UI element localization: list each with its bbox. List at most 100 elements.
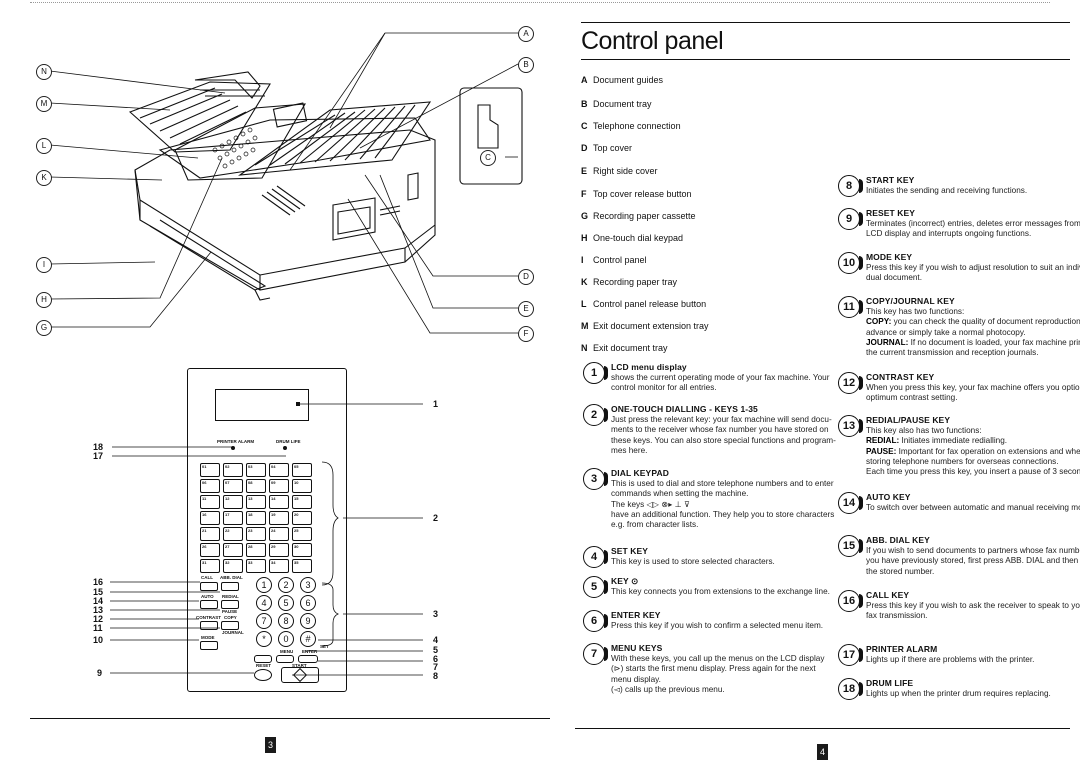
callout-h: H bbox=[36, 292, 52, 308]
onetouch-key[interactable]: 02 bbox=[223, 463, 243, 477]
part-text: Exit document extension tray bbox=[593, 321, 709, 331]
key-body: This is used to dial and store telephone… bbox=[611, 479, 834, 530]
dial-key[interactable]: # bbox=[300, 631, 316, 647]
onetouch-key[interactable]: 07 bbox=[223, 479, 243, 493]
dial-key[interactable]: 7 bbox=[256, 613, 272, 629]
key-title: CONTRAST KEY bbox=[866, 372, 935, 382]
onetouch-key[interactable]: 23 bbox=[246, 527, 266, 541]
key-title: START KEY bbox=[866, 175, 915, 185]
dial-key[interactable]: 5 bbox=[278, 595, 294, 611]
key-number-badge: 3 bbox=[583, 468, 608, 490]
redial-key[interactable] bbox=[221, 600, 239, 609]
key-number-badge: 1 bbox=[583, 362, 608, 384]
onetouch-key[interactable]: 05 bbox=[292, 463, 312, 477]
onetouch-key[interactable]: 01 bbox=[200, 463, 220, 477]
onetouch-key[interactable]: 32 bbox=[223, 559, 243, 573]
onetouch-key[interactable]: 04 bbox=[269, 463, 289, 477]
onetouch-key[interactable]: 16 bbox=[200, 511, 220, 525]
panel-callout-7: 7 bbox=[433, 662, 439, 672]
key-body-line: mes here. bbox=[611, 445, 648, 455]
key-title: MODE KEY bbox=[866, 252, 913, 262]
onetouch-key[interactable]: 08 bbox=[246, 479, 266, 493]
enter-key[interactable] bbox=[298, 655, 318, 663]
part-text: One-touch dial keypad bbox=[593, 233, 684, 243]
key-body-line: (◅) calls up the previous menu. bbox=[611, 684, 725, 694]
onetouch-key[interactable]: 18 bbox=[246, 511, 266, 525]
onetouch-key[interactable]: 06 bbox=[200, 479, 220, 493]
dial-key[interactable]: 0 bbox=[278, 631, 294, 647]
onetouch-key[interactable]: 25 bbox=[292, 527, 312, 541]
mode-key[interactable] bbox=[200, 641, 218, 650]
onetouch-key[interactable]: 13 bbox=[246, 495, 266, 509]
abb-dial-key[interactable] bbox=[221, 582, 239, 591]
panel-callout-13: 13 bbox=[93, 605, 104, 615]
part-text: Right side cover bbox=[593, 166, 658, 176]
start-label: START bbox=[292, 663, 307, 668]
onetouch-key[interactable]: 29 bbox=[269, 543, 289, 557]
key-body: Press this key if you wish to ask the re… bbox=[866, 601, 1080, 622]
panel-callout-14: 14 bbox=[93, 596, 104, 606]
key-body-line: menu display. bbox=[611, 674, 661, 684]
key-body-line: JOURNAL: If no document is loaded, your … bbox=[866, 337, 1080, 347]
onetouch-key[interactable]: 17 bbox=[223, 511, 243, 525]
top-rule-left bbox=[30, 2, 1050, 3]
copy-key[interactable] bbox=[221, 621, 239, 630]
callout-g: G bbox=[36, 320, 52, 336]
part-letter: L bbox=[581, 299, 587, 309]
key-body-line: commands when setting the machine. bbox=[611, 489, 749, 499]
menu-back-key[interactable] bbox=[254, 655, 272, 663]
onetouch-key[interactable]: 19 bbox=[269, 511, 289, 525]
dial-key[interactable]: 4 bbox=[256, 595, 272, 611]
onetouch-key[interactable]: 26 bbox=[200, 543, 220, 557]
onetouch-key[interactable]: 28 bbox=[246, 543, 266, 557]
onetouch-key[interactable]: 24 bbox=[269, 527, 289, 541]
dial-key[interactable]: 1 bbox=[256, 577, 272, 593]
reset-label: RESET bbox=[256, 663, 272, 668]
key-title: ONE-TOUCH DIALLING - KEYS 1-35 bbox=[611, 404, 758, 414]
onetouch-key[interactable]: 22 bbox=[223, 527, 243, 541]
callout-i: I bbox=[36, 257, 52, 273]
key-body-line: Press this key if you wish to ask the re… bbox=[866, 601, 1080, 610]
dial-key[interactable]: 8 bbox=[278, 613, 294, 629]
enter-label: ENTER bbox=[302, 649, 318, 654]
call-key[interactable] bbox=[200, 582, 218, 591]
onetouch-key[interactable]: 15 bbox=[292, 495, 312, 509]
onetouch-key[interactable]: 03 bbox=[246, 463, 266, 477]
onetouch-key[interactable]: 14 bbox=[269, 495, 289, 509]
onetouch-key[interactable]: 20 bbox=[292, 511, 312, 525]
auto-key[interactable] bbox=[200, 600, 218, 609]
reset-key[interactable] bbox=[254, 669, 272, 681]
panel-callout-6: 6 bbox=[433, 654, 439, 664]
onetouch-key[interactable]: 12 bbox=[223, 495, 243, 509]
onetouch-key[interactable]: 33 bbox=[246, 559, 266, 573]
onetouch-key[interactable]: 09 bbox=[269, 479, 289, 493]
onetouch-key[interactable]: 10 bbox=[292, 479, 312, 493]
menu-forward-key[interactable] bbox=[276, 655, 294, 663]
dial-key[interactable]: 2 bbox=[278, 577, 294, 593]
onetouch-key[interactable]: 27 bbox=[223, 543, 243, 557]
dial-key[interactable]: * bbox=[256, 631, 272, 647]
onetouch-key[interactable]: 31 bbox=[200, 559, 220, 573]
key-body: Lights up when the printer drum requires… bbox=[866, 689, 1051, 699]
onetouch-key[interactable]: 21 bbox=[200, 527, 220, 541]
callout-n: N bbox=[36, 64, 52, 80]
dial-key[interactable]: 6 bbox=[300, 595, 316, 611]
key-body: To switch over between automatic and man… bbox=[866, 503, 1080, 513]
callout-m: M bbox=[36, 96, 52, 112]
contrast-key[interactable] bbox=[200, 621, 218, 630]
part-text: Recording paper tray bbox=[593, 277, 678, 287]
onetouch-key[interactable]: 34 bbox=[269, 559, 289, 573]
dial-key[interactable]: 3 bbox=[300, 577, 316, 593]
dial-key[interactable]: 9 bbox=[300, 613, 316, 629]
onetouch-key[interactable]: 35 bbox=[292, 559, 312, 573]
onetouch-key[interactable]: 11 bbox=[200, 495, 220, 509]
onetouch-key[interactable]: 30 bbox=[292, 543, 312, 557]
